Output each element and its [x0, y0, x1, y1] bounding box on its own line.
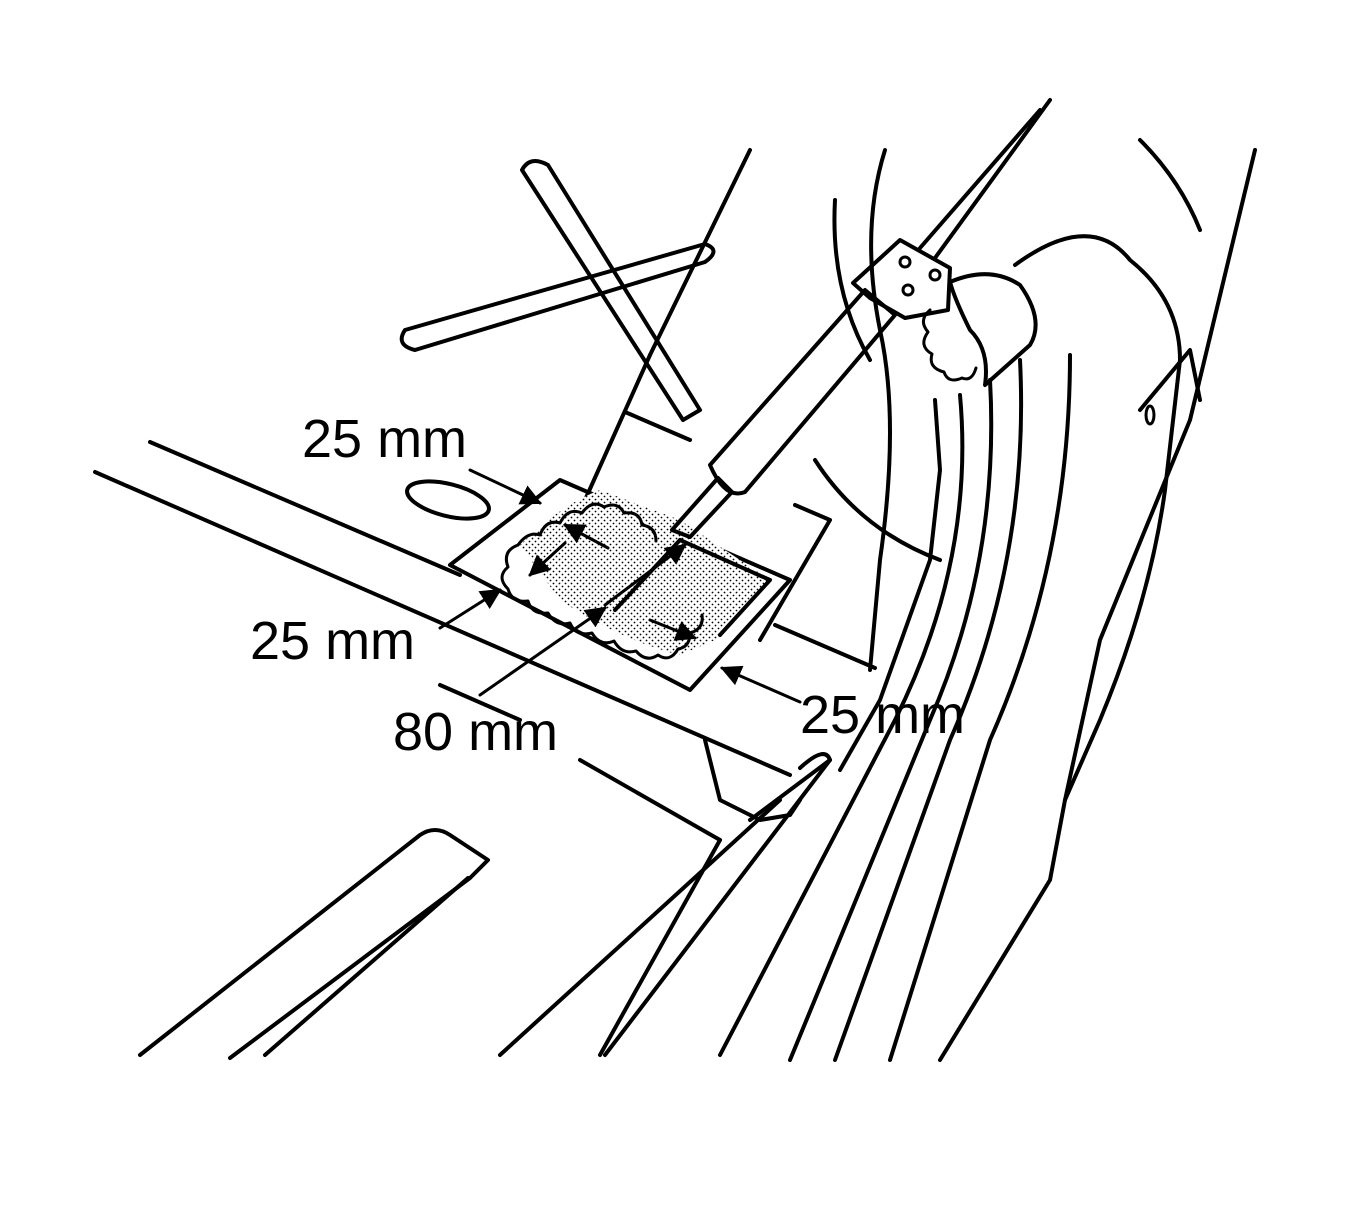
dimension-label-bottom-center: 80 mm — [393, 702, 559, 762]
hand — [922, 272, 1038, 387]
floor-rail — [138, 828, 490, 1060]
cross-brace — [399, 159, 716, 422]
dimension-label-bottom-right: 25 mm — [800, 685, 966, 745]
repair-area — [500, 490, 772, 660]
dimension-label-top-left: 25 mm — [302, 409, 468, 469]
patch-plate — [448, 478, 792, 692]
inner-dimension-arrows — [528, 523, 697, 641]
welding-torch — [670, 98, 1052, 539]
floor-panel-lines — [93, 148, 877, 842]
leader-lines — [438, 468, 802, 704]
oval-hole — [405, 479, 491, 521]
body-pillar-lines — [498, 138, 1257, 1062]
dimension-label-mid-left: 25 mm — [250, 611, 416, 671]
